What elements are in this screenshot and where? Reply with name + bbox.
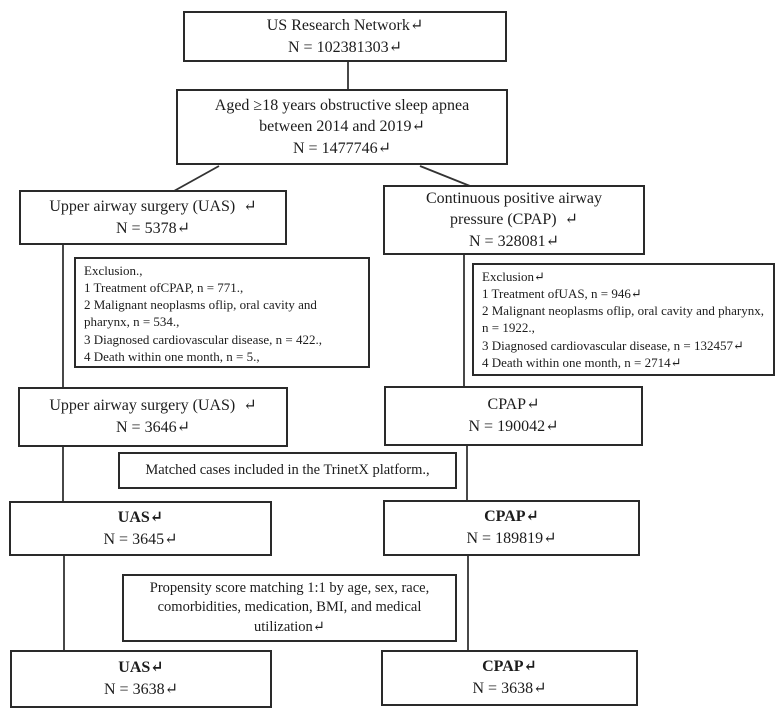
box-uas-matched: UAS↵ N = 3645↵	[9, 501, 272, 556]
exclusion-header: Exclusion↵	[482, 269, 545, 284]
box-cpap-after-exclusion: CPAP↵ N = 190042↵	[384, 386, 643, 446]
exclusion-item: 2 Malignant neoplasms oflip, oral cavity…	[482, 303, 768, 336]
exclusion-item: 2 Malignant neoplasms oflip, oral cavity…	[84, 297, 321, 330]
box-propensity-note: Propensity score matching 1:1 by age, se…	[122, 574, 457, 642]
box-title: US Research Network↵	[266, 16, 424, 34]
box-cpap-final: CPAP↵ N = 3638↵	[381, 650, 638, 706]
box-cpap-initial: Continuous positive airway pressure (CPA…	[383, 185, 645, 255]
box-title: Aged ≥18 years obstructive sleep apnea	[214, 96, 470, 114]
box-us-research-network: US Research Network↵ N = 102381303↵	[183, 11, 507, 62]
box-title: pressure (CPAP) ↵	[450, 211, 578, 229]
box-uas-initial: Upper airway surgery (UAS) ↵ N = 5378↵	[19, 190, 287, 245]
box-count: N = 102381303↵	[288, 38, 402, 56]
box-title: Upper airway surgery (UAS) ↵	[49, 397, 257, 415]
box-title: between 2014 and 2019↵	[259, 118, 425, 136]
box-matched-note: Matched cases included in the TrinetX pl…	[118, 452, 457, 489]
note-text: utilization↵	[254, 618, 325, 635]
box-count: N = 3638↵	[104, 681, 178, 698]
box-count: N = 1477746↵	[293, 139, 391, 157]
note-text: Propensity score matching 1:1 by age, se…	[149, 579, 430, 596]
exclusion-item: 1 Treatment ofCPAP, n = 771.,	[84, 280, 244, 296]
box-uas-after-exclusion: Upper airway surgery (UAS) ↵ N = 3646↵	[18, 387, 288, 447]
box-title: Upper airway surgery (UAS) ↵	[49, 197, 257, 215]
exclusion-item: 4 Death within one month, n = 2714↵	[482, 354, 682, 370]
connector-aged-to-cpap	[419, 165, 471, 187]
box-count: N = 189819↵	[466, 530, 557, 547]
box-count: N = 190042↵	[468, 418, 559, 435]
box-title: CPAP↵	[484, 508, 539, 526]
note-text: Matched cases included in the TrinetX pl…	[145, 461, 430, 478]
box-title: CPAP↵	[482, 658, 537, 676]
box-count: N = 328081↵	[469, 232, 559, 250]
box-uas-exclusion-criteria: Exclusion., 1 Treatment ofCPAP, n = 771.…	[74, 257, 370, 368]
box-count: N = 5378↵	[116, 219, 190, 237]
box-title: UAS↵	[118, 659, 164, 677]
note-text: comorbidities, medication, BMI, and medi…	[157, 599, 422, 616]
box-count: N = 3638↵	[472, 680, 547, 697]
box-eligibility-criteria: Aged ≥18 years obstructive sleep apnea b…	[176, 89, 508, 165]
exclusion-item: 1 Treatment ofUAS, n = 946↵	[482, 286, 642, 302]
exclusion-header: Exclusion.,	[84, 263, 143, 278]
box-title: UAS↵	[117, 508, 164, 526]
box-title: CPAP↵	[487, 396, 540, 414]
box-count: N = 3645↵	[103, 530, 178, 548]
box-cpap-matched: CPAP↵ N = 189819↵	[383, 500, 640, 556]
box-title: Continuous positive airway	[426, 189, 602, 207]
box-cpap-exclusion-criteria: Exclusion↵ 1 Treatment ofUAS, n = 946↵ 2…	[472, 263, 775, 376]
exclusion-item: 4 Death within one month, n = 5.,	[84, 348, 260, 364]
box-count: N = 3646↵	[116, 419, 190, 436]
exclusion-item: 3 Diagnosed cardiovascular disease, n = …	[84, 331, 323, 347]
connector-aged-to-uas	[173, 165, 220, 192]
exclusion-item: 3 Diagnosed cardiovascular disease, n = …	[482, 337, 744, 353]
box-uas-final: UAS↵ N = 3638↵	[10, 650, 272, 708]
